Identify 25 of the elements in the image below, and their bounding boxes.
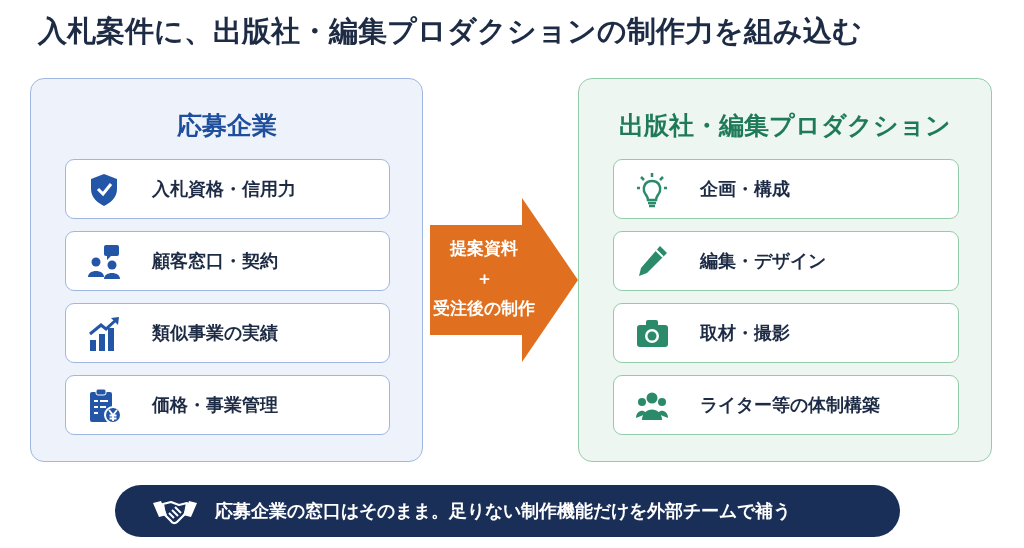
panel-heading: 応募企業 — [175, 110, 278, 142]
item-label: 編集・デザイン — [700, 249, 826, 273]
item-card — [613, 303, 959, 363]
item-label: 入札資格・信用力 — [152, 177, 296, 201]
item-card — [65, 231, 390, 291]
banner-text: 応募企業の窓口はそのまま。足りない制作機能だけを外部チームで補う — [215, 499, 791, 523]
item-card — [613, 231, 959, 291]
item-card — [65, 303, 390, 363]
item-label: 取材・撮影 — [700, 321, 790, 345]
item-card — [65, 375, 390, 435]
item-label: 企画・構成 — [700, 177, 790, 201]
title: 入札案件に、出版社・編集プロダクションの制作力を組み込む — [38, 13, 862, 50]
item-label: 価格・事業管理 — [152, 393, 278, 417]
item-label: ライター等の体制構築 — [700, 393, 880, 417]
edge-label: 提案資料＋受注後の制作 — [432, 237, 536, 320]
summary-banner — [115, 485, 900, 537]
panel-heading: 出版社・編集プロダクション — [618, 110, 952, 142]
item-label: 類似事業の実績 — [152, 321, 278, 345]
group-panel — [30, 78, 423, 462]
item-card — [65, 159, 390, 219]
group-panel — [578, 78, 992, 462]
block-arrow — [430, 198, 578, 362]
item-card — [613, 375, 959, 435]
item-label: 顧客窓口・契約 — [152, 249, 278, 273]
item-card — [613, 159, 959, 219]
